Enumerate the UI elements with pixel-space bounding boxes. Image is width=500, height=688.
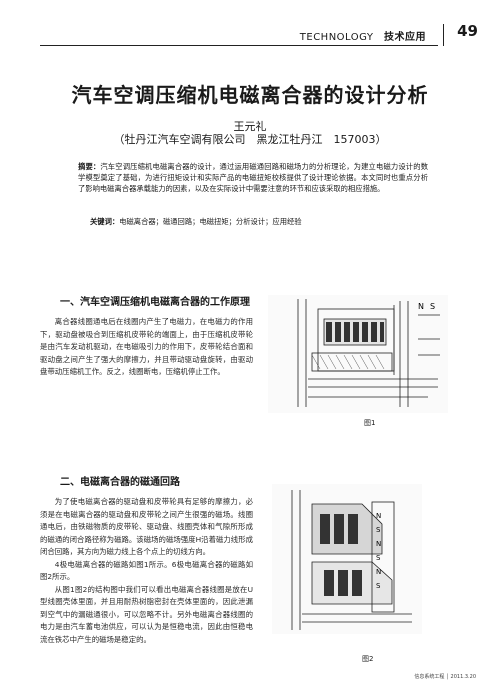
section-label: TECHNOLOGY 技术应用	[299, 32, 426, 43]
fig2-pole-s-2: S	[376, 554, 381, 562]
fig2-pole-n-2: N	[376, 540, 381, 548]
abstract: 摘要：汽车空调压缩机电磁离合器的设计，通过运用磁通回路和磁场力的分析理论，为建立…	[78, 161, 428, 194]
section2-heading: 二、电磁离合器的磁通回路	[60, 477, 180, 488]
fig1-pole-n: N	[418, 302, 424, 311]
section2-paragraph-3: 从图1图2的结构图中我们可以看出电磁离合器线圈是放在U型线圈壳体里面，并且用耐热…	[40, 584, 253, 644]
abstract-text: 汽车空调压缩机电磁离合器的设计，通过运用磁通回路和磁场力的分析理论，为建立电磁力…	[78, 162, 429, 193]
page-header: TECHNOLOGY 技术应用 49	[40, 22, 478, 46]
section1-heading: 一、汽车空调压缩机电磁离合器的工作原理	[60, 297, 250, 308]
keywords-label: 关键词：	[90, 217, 120, 226]
fig1-pole-s: S	[430, 302, 435, 311]
author: 王元礼	[233, 120, 267, 133]
fig2-pole-s-3: S	[376, 582, 381, 590]
section1: 一、汽车空调压缩机电磁离合器的工作原理 离合器线圈通电后在线圈内产生了电磁力，在…	[40, 296, 253, 379]
keywords: 关键词：电磁离合器；磁通回路；电磁扭矩；分析设计；应用经验	[90, 216, 430, 227]
fig2-pole-n-3: N	[376, 568, 381, 576]
keywords-text: 电磁离合器；磁通回路；电磁扭矩；分析设计；应用经验	[119, 217, 302, 226]
abstract-label: 摘要：	[78, 162, 101, 171]
affiliation: （牡丹江汽车空调有限公司 黑龙江牡丹江 157003）	[113, 133, 387, 146]
fig2-pole-n-1: N	[376, 512, 381, 520]
section2-paragraph-2: 4极电磁离合器的磁路如图1所示。6极电磁离合器的磁路如图2所示。	[40, 559, 253, 582]
header-rule	[40, 45, 438, 46]
header-divider	[443, 24, 444, 46]
figure-1: N S	[268, 295, 448, 413]
figure-1-diagram: N S	[297, 299, 440, 407]
page-number: 49	[457, 22, 478, 40]
figure-2-diagram: N S N S N S	[291, 490, 412, 630]
paper-title: 汽车空调压缩机电磁离合器的设计分析	[71, 83, 429, 107]
section2: 二、电磁离合器的磁通回路 为了使电磁离合器的驱动盘和皮带轮具有足够的摩擦力，必须…	[40, 476, 253, 646]
figure-2-caption: 图2	[362, 655, 374, 663]
figure-1-caption: 图1	[364, 419, 376, 427]
figure-2: N S N S N S	[272, 484, 422, 634]
fig2-pole-s-1: S	[376, 526, 381, 534]
page-footer: 信息系统工程 │ 2011.3.20	[414, 674, 476, 680]
section1-paragraph: 离合器线圈通电后在线圈内产生了电磁力，在电磁力的作用下，驱动盘被吸合到压缩机皮带…	[40, 317, 253, 376]
section2-paragraph-1: 为了使电磁离合器的驱动盘和皮带轮具有足够的摩擦力，必须是在电磁离合器的驱动盘和皮…	[40, 497, 253, 556]
